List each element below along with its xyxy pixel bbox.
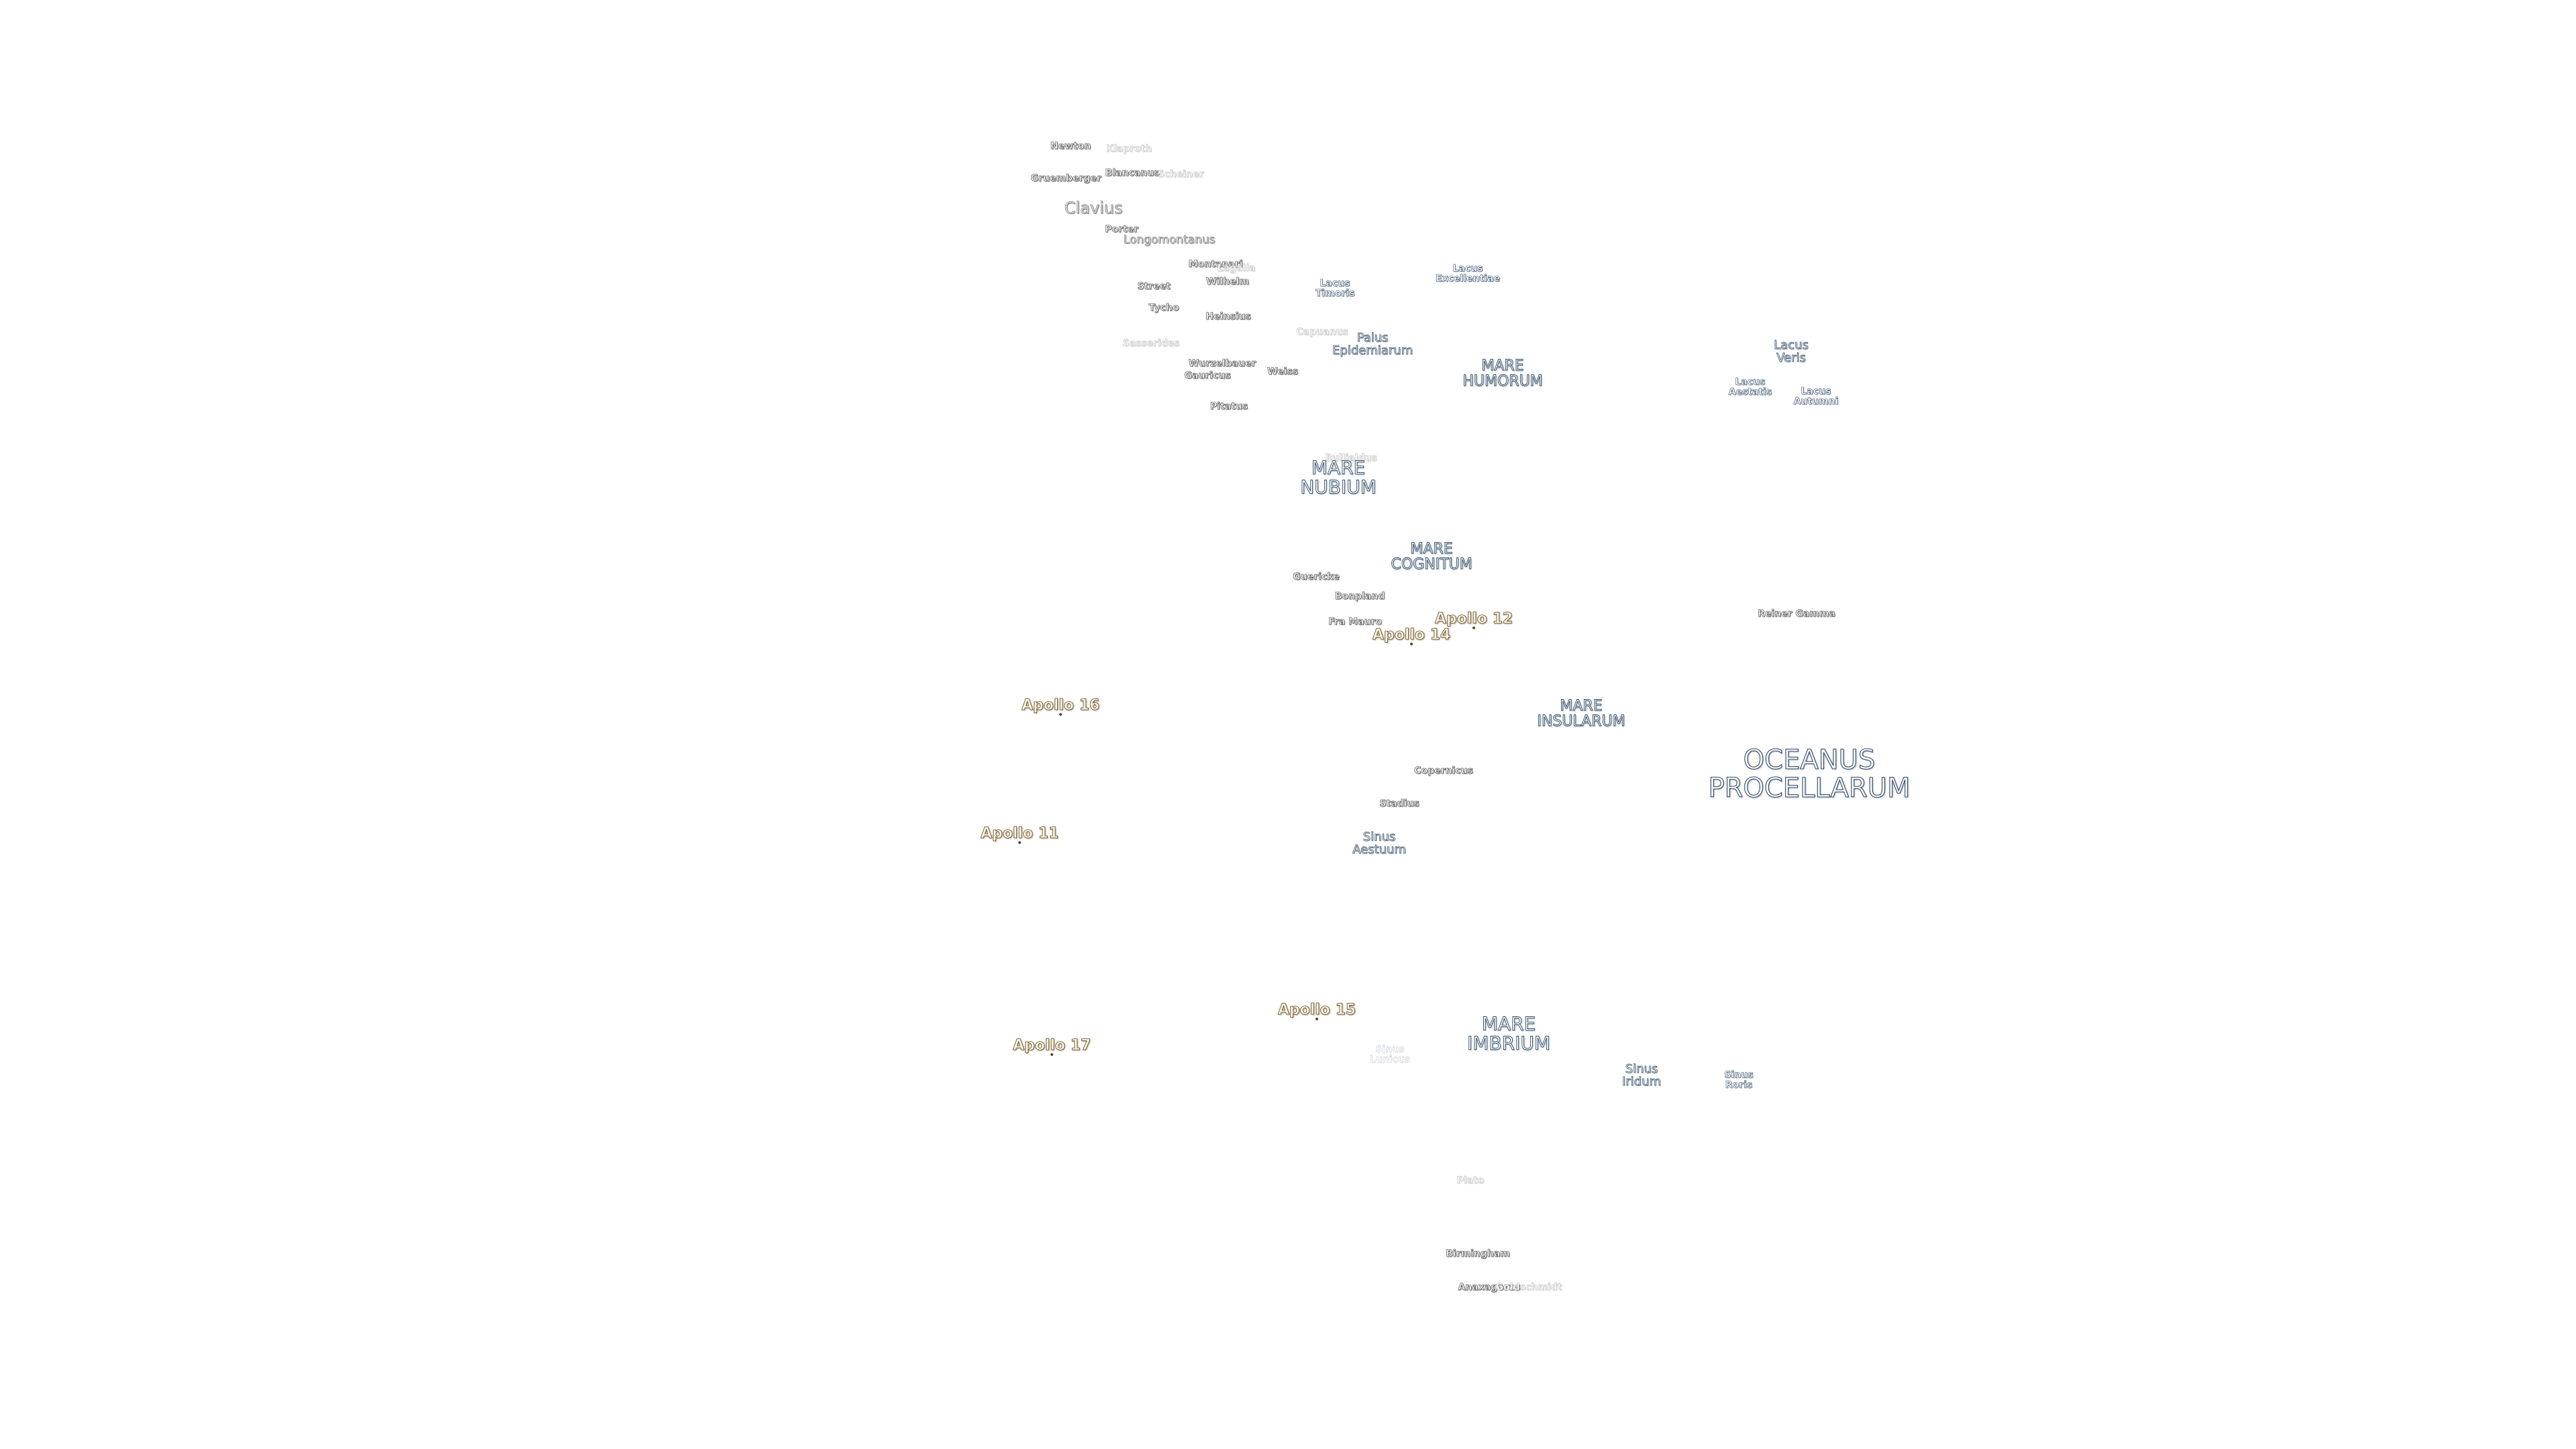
map-label-guericke[interactable]: Guericke	[1293, 572, 1340, 582]
map-label-lacusveris[interactable]: Lacus Veris	[1774, 338, 1809, 365]
map-label-sinusiridum[interactable]: Sinus Iridum	[1621, 1062, 1662, 1089]
map-label-sasserides[interactable]: Sasserides	[1122, 338, 1180, 349]
map-label-bullialdus[interactable]: Bullialdus	[1325, 453, 1377, 464]
map-label-lacusaestatis[interactable]: Lacus Aestatis	[1728, 376, 1772, 397]
map-label-montanari[interactable]: Montanari	[1188, 259, 1243, 270]
map-label-apollo17[interactable]: Apollo 17	[1012, 1037, 1091, 1054]
map-label-weiss[interactable]: Weiss	[1267, 366, 1299, 377]
map-label-capuanus[interactable]: Capuanus	[1296, 327, 1348, 337]
map-label-apollo16[interactable]: Apollo 16	[1021, 697, 1100, 714]
map-label-birmingham[interactable]: Birmingham	[1446, 1248, 1510, 1259]
landing-site-marker-apollo15[interactable]	[1316, 1018, 1318, 1020]
map-label-bonpland[interactable]: Bonpland	[1334, 591, 1385, 602]
map-label-lacusexcellentiae[interactable]: Lacus Excellentiae	[1436, 263, 1500, 284]
map-label-mareinsularum[interactable]: MARE INSULARUM	[1537, 697, 1625, 730]
map-label-anaxagoras[interactable]: Anaxagoras	[1458, 1282, 1521, 1293]
map-label-reinergamma[interactable]: Reiner Gamma	[1758, 608, 1835, 619]
map-label-longomontanus[interactable]: Longomontanus	[1123, 233, 1216, 247]
map-label-apollo14[interactable]: Apollo 14	[1372, 627, 1451, 643]
map-label-lacusautumni[interactable]: Lacus Autumni	[1793, 386, 1839, 407]
map-label-apollo15[interactable]: Apollo 15	[1277, 1002, 1356, 1018]
map-label-gauricus[interactable]: Gauricus	[1184, 370, 1231, 381]
map-label-gruemberger[interactable]: Gruemberger	[1030, 173, 1102, 184]
map-label-pitatus[interactable]: Pitatus	[1210, 401, 1248, 412]
map-label-palusepidemiarum[interactable]: Palus Epidemiarum	[1332, 331, 1413, 358]
map-label-tycho[interactable]: Tycho	[1148, 303, 1179, 313]
map-label-marenubium[interactable]: MARE NUBIUM	[1300, 456, 1377, 498]
landing-site-marker-apollo14[interactable]	[1410, 643, 1413, 645]
map-label-apollo11[interactable]: Apollo 11	[980, 825, 1059, 842]
map-label-lacustimoris[interactable]: Lacus Timoris	[1315, 278, 1355, 299]
map-label-stadius[interactable]: Stadius	[1379, 798, 1419, 809]
map-label-framauro[interactable]: Fra Mauro	[1328, 616, 1382, 627]
map-label-blancanus[interactable]: Blancanus	[1105, 168, 1160, 178]
map-label-oceanusprocellarum[interactable]: OCEANUS PROCELLARUM	[1708, 745, 1911, 804]
map-label-sinusroris[interactable]: Sinus Roris	[1724, 1069, 1754, 1090]
map-label-porter[interactable]: Porter	[1105, 224, 1138, 235]
map-label-heinsius[interactable]: Heinsius	[1205, 311, 1251, 322]
map-label-apollo12[interactable]: Apollo 12	[1434, 610, 1513, 627]
landing-site-marker-apollo17[interactable]	[1051, 1053, 1053, 1056]
landing-site-marker-apollo16[interactable]	[1059, 713, 1062, 716]
map-label-clavius[interactable]: Clavius	[1064, 199, 1123, 217]
map-label-scheiner[interactable]: Scheiner	[1157, 169, 1204, 180]
map-label-marecognitum[interactable]: MARE COGNITUM	[1391, 540, 1472, 573]
map-label-mareimbrium[interactable]: MARE IMBRIUM	[1467, 1012, 1551, 1055]
map-label-lagalla[interactable]: Lagalla	[1217, 263, 1256, 274]
landing-site-marker-apollo11[interactable]	[1018, 841, 1021, 844]
map-label-wilhelm[interactable]: Wilhelm	[1206, 276, 1249, 287]
map-label-sinusaestuum[interactable]: Sinus Aestuum	[1352, 830, 1407, 857]
map-label-marehumorum[interactable]: MARE HUMORUM	[1462, 357, 1543, 390]
map-label-sinuslunicus[interactable]: Sinus Lunicus	[1369, 1044, 1411, 1065]
map-label-copernicus[interactable]: Copernicus	[1414, 765, 1473, 776]
landing-site-marker-apollo12[interactable]	[1472, 627, 1475, 629]
map-label-street[interactable]: Street	[1137, 281, 1171, 292]
map-label-plato[interactable]: Plato	[1456, 1175, 1485, 1186]
map-label-wurzelbauer[interactable]: Wurzelbauer	[1188, 358, 1256, 369]
map-label-klaproth[interactable]: Klaproth	[1106, 144, 1152, 154]
map-label-goldschmidt[interactable]: Goldschmidt	[1495, 1282, 1562, 1293]
map-label-newton[interactable]: Newton	[1050, 141, 1091, 152]
